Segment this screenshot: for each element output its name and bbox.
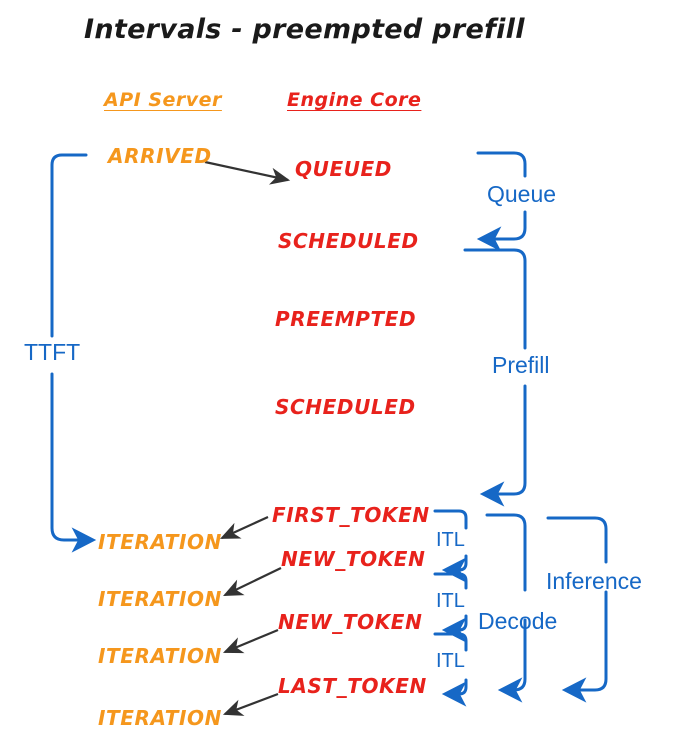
state-preempted: PREEMPTED <box>275 307 417 331</box>
state-scheduled-1: SCHEDULED <box>278 229 419 253</box>
state-iteration-3: ITERATION <box>98 644 222 668</box>
interval-label-itl-3: ITL <box>436 650 465 672</box>
column-header-engine-core: Engine Core <box>287 89 422 111</box>
bracket-decode <box>485 513 527 703</box>
column-header-api-server: API Server <box>104 89 222 111</box>
state-iteration-2: ITERATION <box>98 587 222 611</box>
interval-label-itl-2: ITL <box>436 590 465 612</box>
state-iteration-1: ITERATION <box>98 530 222 554</box>
bracket-inference <box>546 516 608 703</box>
arrow-new-token-to-iteration-2 <box>222 628 279 654</box>
interval-label-prefill: Prefill <box>492 352 550 378</box>
state-first-token: FIRST_TOKEN <box>272 503 430 527</box>
state-arrived: ARRIVED <box>108 144 212 168</box>
arrow-first-token-to-iteration <box>219 515 269 540</box>
interval-label-ttft: TTFT <box>24 339 81 365</box>
state-scheduled-2: SCHEDULED <box>275 395 416 419</box>
state-queued: QUEUED <box>295 157 393 181</box>
interval-label-itl-1: ITL <box>436 529 465 551</box>
state-new-token-2: NEW_TOKEN <box>278 610 423 634</box>
interval-label-queue: Queue <box>487 181 557 207</box>
interval-label-decode: Decode <box>478 608 558 634</box>
state-last-token: LAST_TOKEN <box>278 674 427 698</box>
arrow-new-token-to-iteration-1 <box>223 567 282 596</box>
interval-label-inference: Inference <box>546 568 642 594</box>
arrow-last-token-to-iteration-3 <box>222 692 279 716</box>
page-title: Intervals - preempted prefill <box>84 14 525 45</box>
state-iteration-4: ITERATION <box>98 706 222 730</box>
arrow-arrived-to-queued <box>204 160 291 185</box>
state-new-token-1: NEW_TOKEN <box>281 547 426 571</box>
